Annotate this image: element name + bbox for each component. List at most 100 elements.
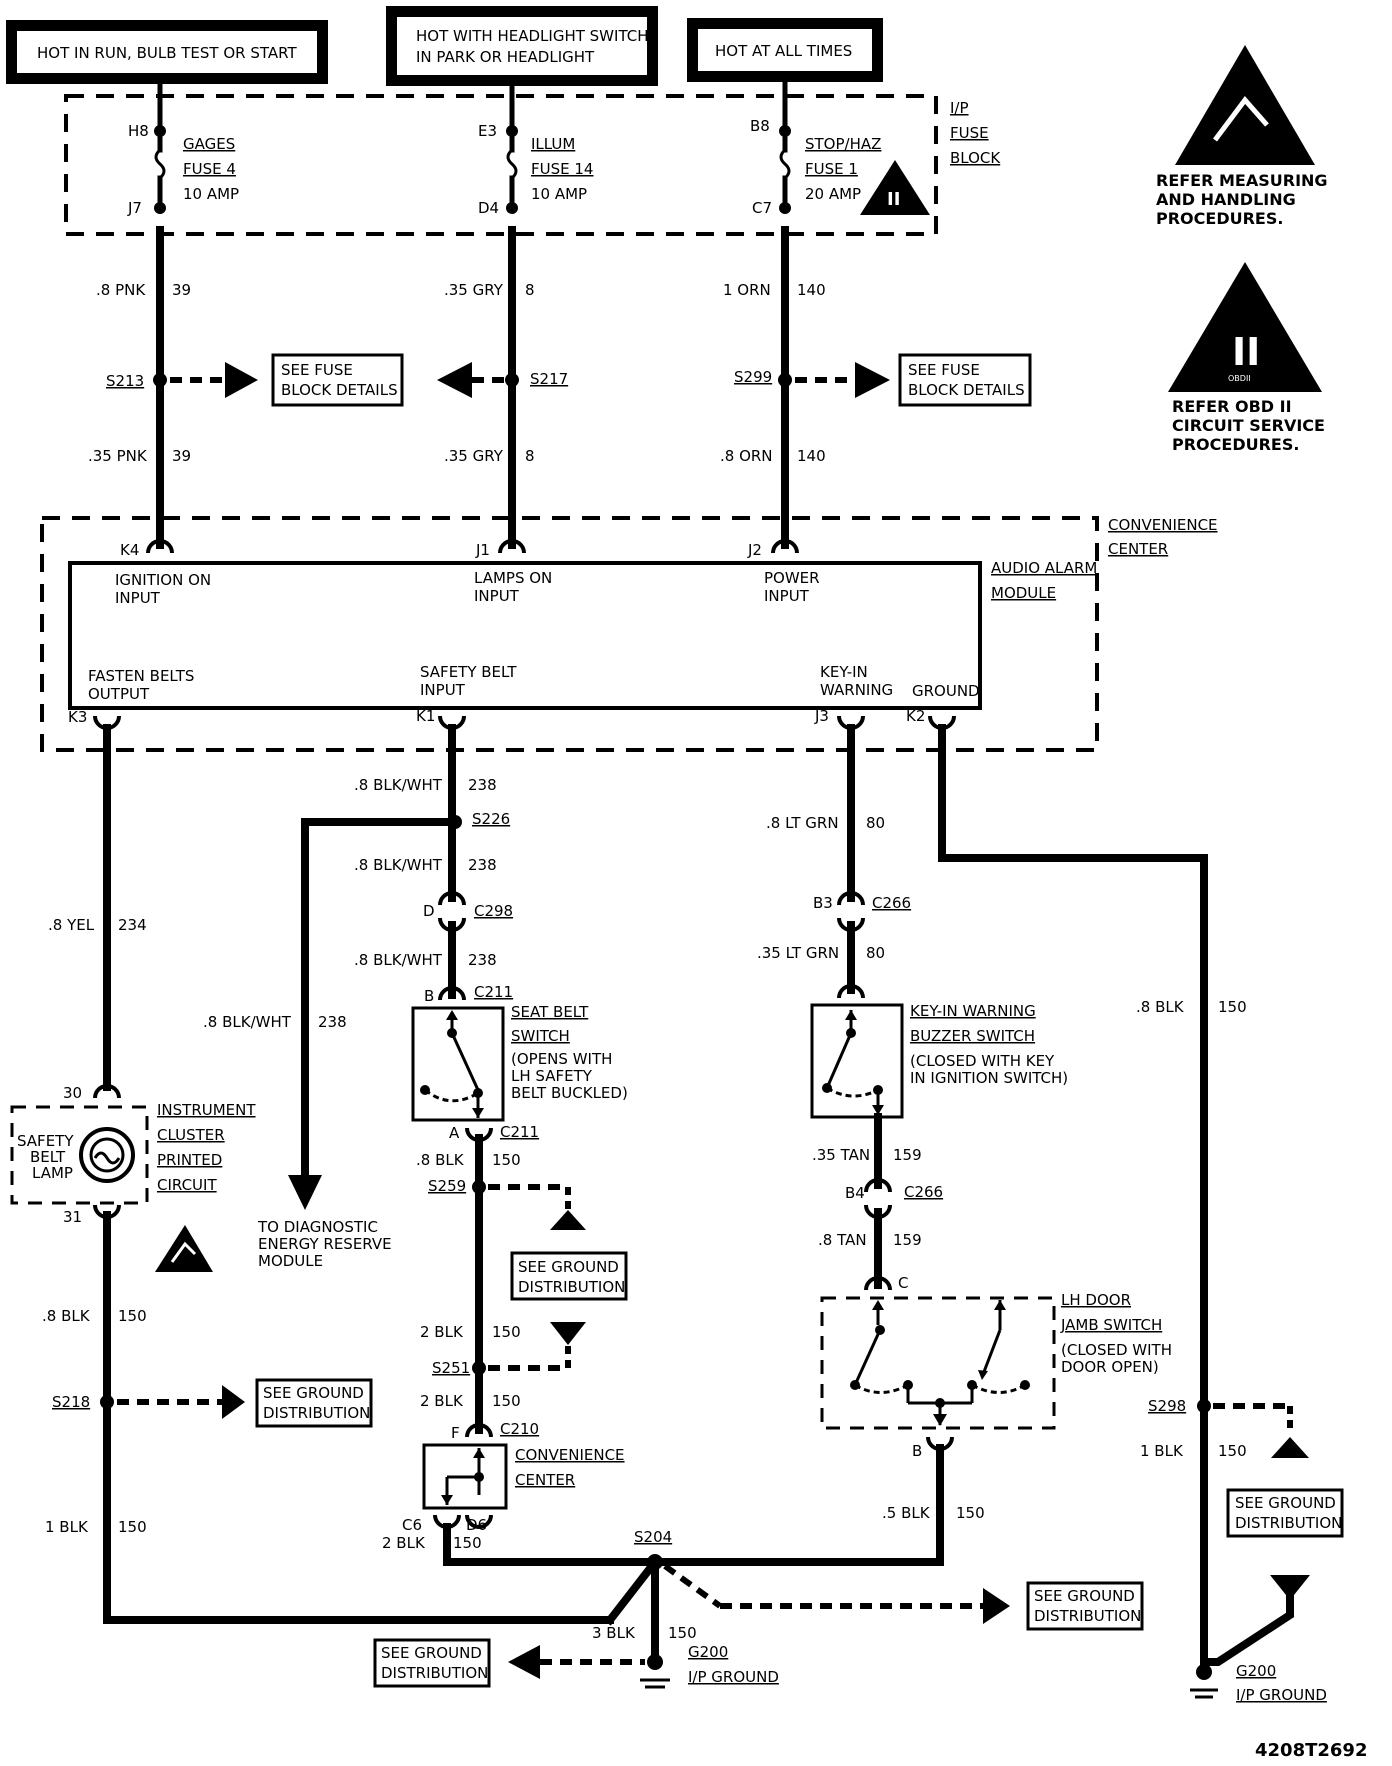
- svg-text:K4: K4: [120, 541, 139, 559]
- fuse-details-box-left: SEE FUSE BLOCK DETAILS: [271, 353, 404, 407]
- svg-text:ENERGY RESERVE: ENERGY RESERVE: [258, 1235, 392, 1253]
- svg-text:SEE FUSE: SEE FUSE: [908, 361, 980, 379]
- svg-text:E3: E3: [478, 122, 497, 140]
- fuse-details-box-right: SEE FUSE BLOCK DETAILS: [898, 353, 1032, 407]
- svg-text:BELT BUCKLED): BELT BUCKLED): [511, 1084, 628, 1102]
- svg-text:150: 150: [492, 1151, 521, 1169]
- safety-belt-lamp: SAFETY BELT LAMP: [10, 1084, 149, 1219]
- power-source-headlight: HOT WITH HEADLIGHT SWITCH IN PARK OR HEA…: [386, 6, 658, 86]
- svg-text:INPUT: INPUT: [115, 589, 161, 607]
- svg-text:S298: S298: [1148, 1397, 1186, 1415]
- svg-text:8: 8: [525, 447, 535, 465]
- svg-text:KEY-IN WARNING: KEY-IN WARNING: [910, 1002, 1036, 1020]
- convenience-center-boundary: [40, 516, 1099, 752]
- svg-text:STOP/HAZ: STOP/HAZ: [805, 135, 881, 153]
- svg-text:2 BLK: 2 BLK: [382, 1534, 426, 1552]
- svg-text:MODULE: MODULE: [991, 584, 1056, 602]
- instrument-cluster-label: INSTRUMENT CLUSTER PRINTED CIRCUIT: [155, 1101, 256, 1272]
- svg-text:238: 238: [468, 951, 497, 969]
- svg-text:I/P: I/P: [950, 99, 969, 117]
- svg-text:.8 BLK: .8 BLK: [1136, 998, 1185, 1016]
- svg-text:AUDIO ALARM: AUDIO ALARM: [991, 559, 1097, 577]
- obd-warning-icon: [860, 160, 930, 215]
- svg-text:S299: S299: [734, 368, 772, 386]
- svg-text:.8 LT GRN: .8 LT GRN: [766, 814, 839, 832]
- esd-warning-icon-small: [155, 1225, 213, 1272]
- svg-text:DISTRIBUTION: DISTRIBUTION: [263, 1404, 370, 1422]
- svg-text:31: 31: [63, 1208, 82, 1226]
- wire-150-door: .5 BLK 150: [651, 1444, 985, 1566]
- svg-text:JAMB SWITCH: JAMB SWITCH: [1060, 1316, 1162, 1334]
- svg-text:150: 150: [668, 1624, 697, 1642]
- svg-text:39: 39: [172, 281, 191, 299]
- svg-text:IGNITION ON: IGNITION ON: [115, 571, 211, 589]
- svg-text:.8 BLK: .8 BLK: [416, 1151, 465, 1169]
- svg-text:FASTEN BELTS: FASTEN BELTS: [88, 667, 194, 685]
- svg-text:.8 BLK/WHT: .8 BLK/WHT: [354, 951, 443, 969]
- svg-text:BLOCK: BLOCK: [950, 149, 1001, 167]
- svg-text:WARNING: WARNING: [820, 681, 893, 699]
- ground-dist-box-5: SEE GROUND DISTRIBUTION: [373, 1638, 491, 1688]
- svg-text:SEAT BELT: SEAT BELT: [511, 1003, 589, 1021]
- svg-text:FUSE 14: FUSE 14: [531, 160, 593, 178]
- svg-text:BUZZER SWITCH: BUZZER SWITCH: [910, 1027, 1035, 1045]
- wire-150-cc: 2 BLK 150: [382, 1523, 659, 1566]
- svg-text:10 AMP: 10 AMP: [531, 185, 587, 203]
- svg-text:F: F: [451, 1424, 460, 1442]
- svg-text:CIRCUIT: CIRCUIT: [157, 1176, 217, 1194]
- svg-text:PROCEDURES.: PROCEDURES.: [1156, 209, 1283, 228]
- svg-text:INPUT: INPUT: [764, 587, 810, 605]
- svg-text:K1: K1: [416, 707, 435, 725]
- svg-text:SEE GROUND: SEE GROUND: [1235, 1494, 1336, 1512]
- svg-text:SWITCH: SWITCH: [511, 1027, 570, 1045]
- svg-text:C211: C211: [500, 1123, 539, 1141]
- svg-text:B3: B3: [813, 894, 833, 912]
- svg-text:S251: S251: [432, 1359, 470, 1377]
- svg-text:C6: C6: [402, 1516, 422, 1534]
- svg-text:C266: C266: [904, 1183, 943, 1201]
- svg-text:S218: S218: [52, 1393, 90, 1411]
- power-source-run: HOT IN RUN, BULB TEST OR START: [6, 20, 328, 84]
- svg-text:I/P GROUND: I/P GROUND: [1236, 1686, 1327, 1704]
- svg-text:G200: G200: [1236, 1662, 1276, 1680]
- svg-text:DISTRIBUTION: DISTRIBUTION: [1235, 1514, 1342, 1532]
- svg-text:150: 150: [492, 1323, 521, 1341]
- wire-39: .8 PNK 39 S213 .35 PNK 39: [88, 226, 258, 549]
- obd-ii-icon: [1168, 262, 1322, 392]
- wire-150-belt: A C211 .8 BLK 150 S259 2 BLK 150 S251 2 …: [416, 1123, 586, 1434]
- svg-text:DOOR OPEN): DOOR OPEN): [1061, 1358, 1159, 1376]
- svg-text:IN PARK OR HEADLIGHT: IN PARK OR HEADLIGHT: [416, 48, 595, 66]
- svg-text:D4: D4: [478, 199, 499, 217]
- wire-159: .35 TAN 159 B4 C266 .8 TAN 159: [812, 1113, 943, 1289]
- wire-234: .8 YEL 234 30 31: [48, 724, 147, 1226]
- svg-text:10 AMP: 10 AMP: [183, 185, 239, 203]
- svg-text:3 BLK: 3 BLK: [592, 1624, 636, 1642]
- fuse-gages: H8 J7 GAGES FUSE 4 10 AMP: [127, 81, 239, 217]
- esd-note: REFER MEASURING AND HANDLING PROCEDURES.: [1156, 45, 1328, 228]
- svg-text:1 BLK: 1 BLK: [1140, 1442, 1184, 1460]
- svg-text:140: 140: [797, 281, 826, 299]
- svg-text:C210: C210: [500, 1420, 539, 1438]
- svg-text:MODULE: MODULE: [258, 1252, 323, 1270]
- audio-alarm-module-label: AUDIO ALARM MODULE: [991, 559, 1097, 602]
- svg-text:A: A: [449, 1124, 460, 1142]
- svg-text:SAFETY BELT: SAFETY BELT: [420, 663, 517, 681]
- svg-text:K3: K3: [68, 708, 87, 726]
- svg-text:LH DOOR: LH DOOR: [1061, 1291, 1131, 1309]
- svg-text:HOT AT ALL TIMES: HOT AT ALL TIMES: [715, 42, 852, 60]
- svg-text:CLUSTER: CLUSTER: [157, 1126, 225, 1144]
- svg-text:LAMP: LAMP: [32, 1164, 73, 1182]
- svg-text:HOT IN RUN, BULB TEST OR START: HOT IN RUN, BULB TEST OR START: [37, 44, 297, 62]
- svg-text:S259: S259: [428, 1177, 466, 1195]
- svg-text:B4: B4: [845, 1184, 865, 1202]
- svg-text:80: 80: [866, 944, 885, 962]
- svg-text:150: 150: [118, 1518, 147, 1536]
- svg-text:.8 YEL: .8 YEL: [48, 916, 95, 934]
- svg-text:SEE GROUND: SEE GROUND: [518, 1258, 619, 1276]
- svg-text:D: D: [423, 902, 435, 920]
- svg-text:.8 BLK: .8 BLK: [42, 1307, 91, 1325]
- svg-text:B: B: [912, 1442, 922, 1460]
- svg-text:CIRCUIT SERVICE: CIRCUIT SERVICE: [1172, 416, 1325, 435]
- svg-text:1 BLK: 1 BLK: [45, 1518, 89, 1536]
- fuse-block-label: I/P FUSE BLOCK: [950, 99, 1001, 167]
